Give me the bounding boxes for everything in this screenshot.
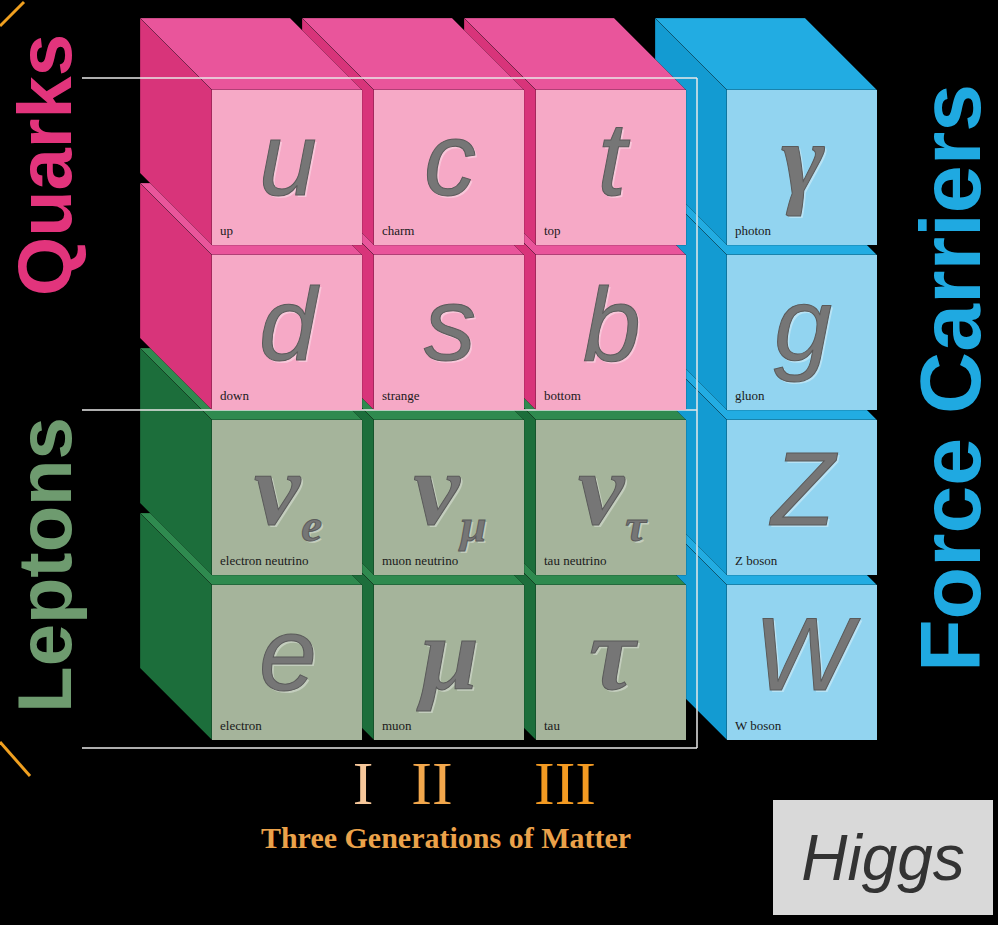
cube-front-face <box>374 90 524 245</box>
particle-symbol: Z <box>735 424 871 554</box>
symbol-letter: ν <box>254 437 300 541</box>
particle-name: W boson <box>735 719 871 734</box>
particle-name: down <box>220 389 356 404</box>
generation-numeral: II <box>411 752 452 814</box>
cube-front-face <box>212 585 362 740</box>
frame-line <box>696 78 698 748</box>
particle-cube: eelectron <box>212 585 362 740</box>
frame-line <box>82 747 697 749</box>
frame-line <box>82 77 697 79</box>
particle-cube: μmuon <box>374 585 524 740</box>
cube-top-face <box>140 18 362 90</box>
cube-front-face <box>727 255 877 410</box>
particle-symbol: μ <box>382 589 518 719</box>
particle-cube: ggluon <box>727 255 877 410</box>
particle-symbol: g <box>735 259 871 389</box>
particle-name: tau neutrino <box>544 554 680 569</box>
particle-symbol: c <box>382 94 518 224</box>
particle-cube: ddown <box>212 255 362 410</box>
cube-front-face <box>212 255 362 410</box>
symbol-subscript: e <box>301 502 322 549</box>
particle-symbol: W <box>735 589 871 719</box>
symbol-subscript: τ <box>625 502 646 549</box>
cube-front-face <box>212 420 362 575</box>
particle-cube: νeelectron neutrino <box>212 420 362 575</box>
particle-symbol: b <box>544 259 680 389</box>
group-label: Force Carriers <box>907 84 993 672</box>
particle-name: electron <box>220 719 356 734</box>
cube-front-face <box>536 255 686 410</box>
particle-symbol: s <box>382 259 518 389</box>
particle-symbol: γ <box>735 94 871 224</box>
particle-name: strange <box>382 389 518 404</box>
axis-caption: Three Generations of Matter <box>261 823 631 853</box>
cube-front-face <box>536 585 686 740</box>
cube-front-face <box>727 585 877 740</box>
cube-top-face <box>655 18 877 90</box>
particle-cube: uup <box>212 90 362 245</box>
particle-symbol: νe <box>220 424 356 554</box>
particle-name: electron neutrino <box>220 554 356 569</box>
particle-name: charm <box>382 224 518 239</box>
particle-name: top <box>544 224 680 239</box>
cube-front-face <box>374 585 524 740</box>
particle-symbol: t <box>544 94 680 224</box>
particle-symbol: d <box>220 259 356 389</box>
cube-front-face <box>212 90 362 245</box>
particle-name: Z boson <box>735 554 871 569</box>
particle-name: tau <box>544 719 680 734</box>
group-label: Quarks <box>7 34 83 296</box>
particle-name: muon neutrino <box>382 554 518 569</box>
particle-cube: ttop <box>536 90 686 245</box>
generation-numeral: I <box>353 752 374 814</box>
particle-name: muon <box>382 719 518 734</box>
cube-front-face <box>536 90 686 245</box>
symbol-subscript: μ <box>461 502 487 549</box>
higgs-box: Higgs <box>773 800 993 915</box>
particle-cube: ZZ boson <box>727 420 877 575</box>
cube-front-face <box>374 255 524 410</box>
corner-mark <box>0 742 30 776</box>
particle-cube: τtau <box>536 585 686 740</box>
symbol-letter: ν <box>578 437 624 541</box>
group-label: Leptons <box>7 417 83 713</box>
corner-mark <box>0 2 24 26</box>
particle-cube: sstrange <box>374 255 524 410</box>
particle-cube: νμmuon neutrino <box>374 420 524 575</box>
symbol-letter: ν <box>413 437 459 541</box>
higgs-label: Higgs <box>801 826 965 890</box>
cube-front-face <box>374 420 524 575</box>
particle-symbol: ντ <box>544 424 680 554</box>
particle-symbol: u <box>220 94 356 224</box>
particle-cube: ντtau neutrino <box>536 420 686 575</box>
particle-name: gluon <box>735 389 871 404</box>
particle-cube: WW boson <box>727 585 877 740</box>
particle-symbol: e <box>220 589 356 719</box>
cube-front-face <box>536 420 686 575</box>
particle-cube: ccharm <box>374 90 524 245</box>
particle-name: photon <box>735 224 871 239</box>
cube-front-face <box>727 420 877 575</box>
particle-cube: γphoton <box>727 90 877 245</box>
generation-numeral: III <box>534 752 596 814</box>
particle-symbol: νμ <box>382 424 518 554</box>
particle-name: bottom <box>544 389 680 404</box>
cube-front-face <box>727 90 877 245</box>
particle-name: up <box>220 224 356 239</box>
particle-cube: bbottom <box>536 255 686 410</box>
particle-symbol: τ <box>544 589 680 719</box>
